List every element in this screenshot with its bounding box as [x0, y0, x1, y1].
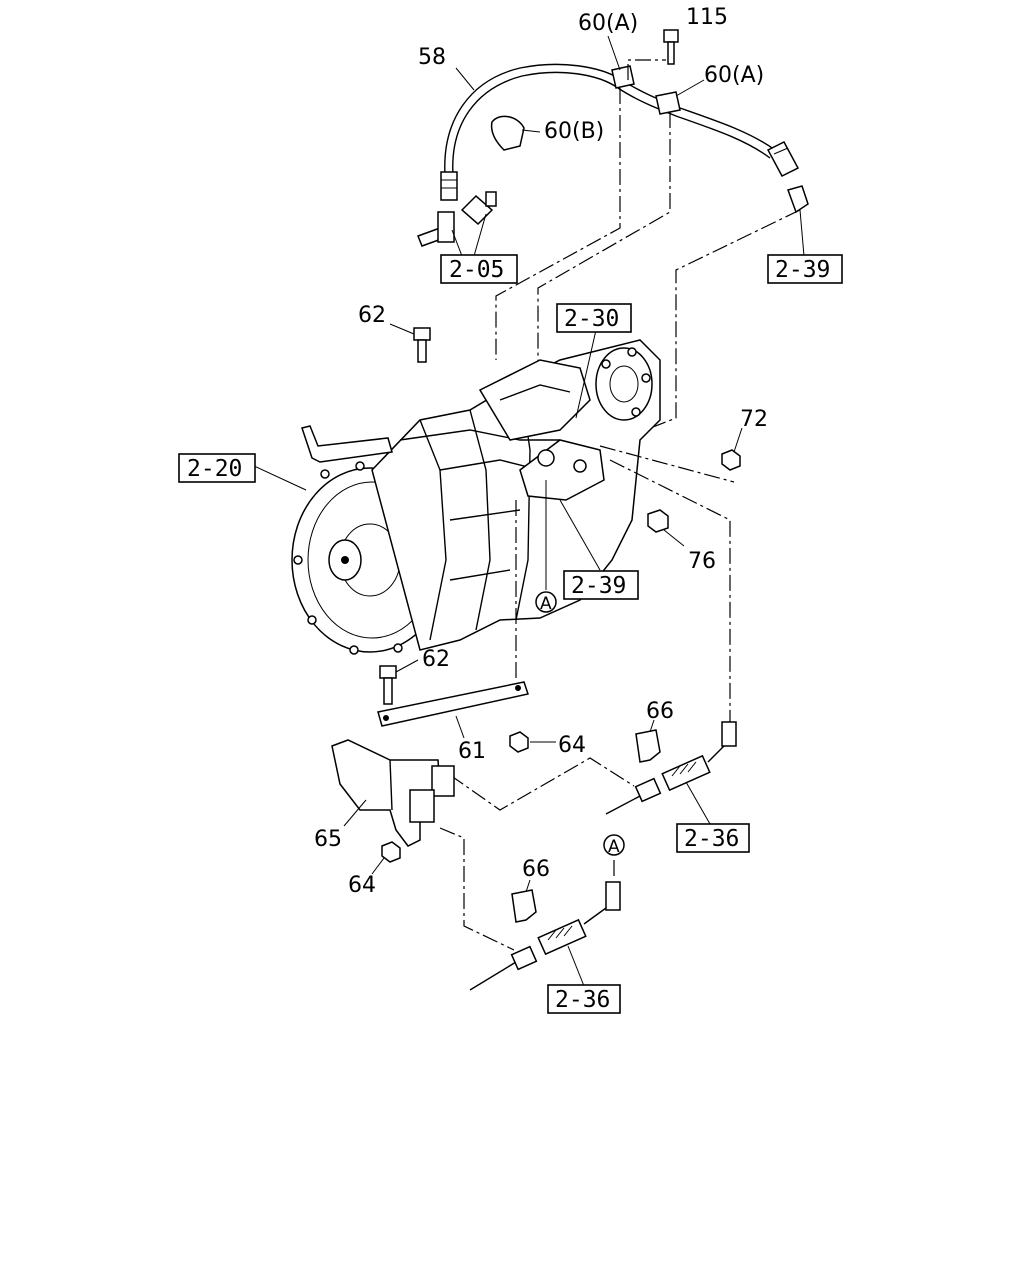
callout-115: 115 — [686, 5, 728, 30]
hose-assembly — [417, 29, 809, 257]
elbow-fitting-right — [787, 185, 809, 214]
ref-box-2-39-top: 2-39 — [767, 254, 843, 284]
bolt-62-top — [413, 327, 431, 363]
callout-66-right: 66 — [646, 699, 674, 724]
svg-text:2-05: 2-05 — [449, 257, 504, 283]
nut-64-low — [381, 841, 401, 863]
ref-box-2-36-low: 2-36 — [547, 984, 621, 1014]
callout-66-low: 66 — [522, 857, 550, 882]
clamp-60a-top — [611, 65, 635, 89]
guide-lines-upper — [495, 59, 801, 441]
svg-text:A: A — [608, 837, 620, 857]
marker-a-lower: A — [603, 834, 625, 857]
bolt-115 — [663, 29, 679, 65]
nut-64-mid — [509, 731, 529, 753]
svg-text:A: A — [540, 594, 552, 614]
clamp-60b — [490, 115, 525, 151]
ref-box-2-39-mid: 2-39 — [563, 570, 639, 600]
nut-76 — [647, 509, 669, 533]
callout-61: 61 — [458, 739, 486, 764]
hose-fitting-left — [440, 171, 458, 201]
callout-labels: 58 60(A) 115 60(A) 60(B) 62 72 76 62 66 … — [314, 5, 768, 898]
clip-66-low — [511, 889, 537, 923]
reference-boxes: 2-05 2-39 2-30 2-20 2-39 2-36 2-36 — [178, 254, 843, 1014]
callout-60a-right: 60(A) — [704, 63, 764, 88]
cable-right — [605, 721, 737, 815]
guide-lines-lower — [439, 445, 735, 951]
mount-bracket-left — [301, 425, 393, 463]
svg-text:2-39: 2-39 — [571, 573, 626, 599]
callout-62-top: 62 — [358, 303, 386, 328]
ref-box-2-36-right: 2-36 — [676, 823, 750, 853]
ref-box-2-05: 2-05 — [440, 254, 518, 284]
ref-box-2-20: 2-20 — [178, 453, 256, 483]
callout-60b: 60(B) — [544, 119, 604, 144]
callout-64-mid: 64 — [558, 733, 586, 758]
callout-58: 58 — [418, 45, 446, 70]
hose-fitting-right — [766, 141, 800, 177]
callout-65: 65 — [314, 827, 342, 852]
output-flange — [595, 347, 653, 421]
svg-text:2-36: 2-36 — [684, 826, 739, 852]
callout-60a-top: 60(A) — [578, 11, 638, 36]
plate-61 — [377, 681, 529, 727]
svg-text:2-36: 2-36 — [555, 987, 610, 1013]
callout-64-low: 64 — [348, 873, 376, 898]
svg-text:2-39: 2-39 — [775, 257, 830, 283]
callout-76: 76 — [688, 549, 716, 574]
svg-text:2-20: 2-20 — [187, 456, 242, 482]
cable-low — [469, 881, 621, 991]
nut-72 — [721, 449, 741, 471]
callout-62-mid: 62 — [422, 647, 450, 672]
callout-72: 72 — [740, 407, 768, 432]
lower-assembly — [331, 659, 737, 991]
connection-markers: A A — [535, 591, 625, 857]
transmission-body — [253, 323, 743, 655]
ref-box-2-30: 2-30 — [556, 303, 632, 333]
svg-text:2-30: 2-30 — [564, 306, 619, 332]
clip-66-right — [635, 729, 661, 763]
marker-a-upper: A — [535, 591, 557, 614]
union-fittings-left — [417, 191, 497, 247]
bolt-62-mid — [379, 665, 397, 705]
clamp-60a-right — [655, 91, 681, 115]
